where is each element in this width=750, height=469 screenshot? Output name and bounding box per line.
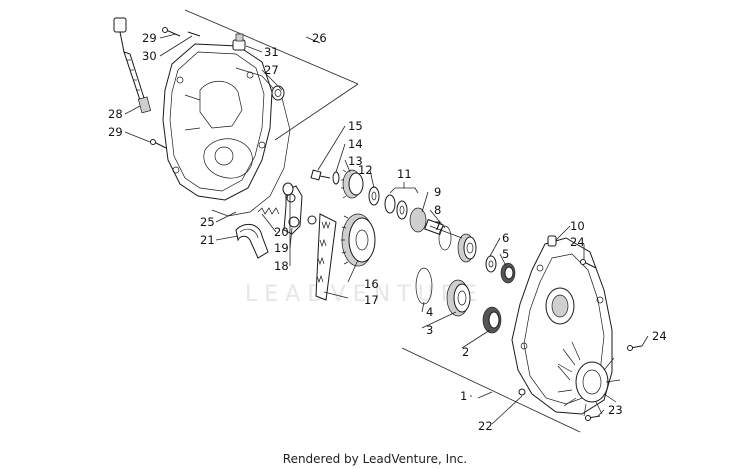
- bolt-15: [310, 169, 331, 181]
- tensioner-arm: [283, 185, 317, 235]
- callout-29-top: 29: [142, 31, 157, 45]
- group-bracket-1: [401, 347, 581, 433]
- callout-9: 9: [434, 185, 441, 199]
- callout-25: 25: [200, 215, 215, 229]
- watermark: LEADVENTURE: [245, 282, 484, 307]
- group-bracket-11: [389, 182, 419, 194]
- callout-13: 13: [348, 154, 363, 168]
- screw-29-top: [162, 27, 181, 37]
- o-ring-4: [415, 267, 433, 305]
- callout-31: 31: [264, 45, 279, 59]
- callout-28: 28: [108, 107, 123, 121]
- callout-16: 16: [364, 277, 379, 291]
- washer-18: [282, 182, 294, 196]
- screw-24-right: [627, 345, 643, 351]
- callout-1: 1: [460, 389, 467, 403]
- seal-5: [500, 262, 516, 284]
- callout-21: 21: [200, 233, 215, 247]
- gear-cover: [162, 43, 273, 201]
- bearing-12: [368, 186, 380, 206]
- screw-23: [585, 415, 601, 421]
- dipstick: [113, 17, 152, 114]
- callout-2: 2: [462, 345, 469, 359]
- callout-30: 30: [142, 49, 157, 63]
- leader-lines: [124, 33, 649, 425]
- callout-15: 15: [348, 119, 363, 133]
- callout-24-right: 24: [652, 329, 667, 343]
- callout-24-top: 24: [570, 235, 585, 249]
- sprocket-16: [341, 213, 376, 267]
- callout-11: 11: [397, 167, 412, 181]
- callout-22: 22: [478, 419, 493, 433]
- screw-24-top: [580, 259, 597, 269]
- callout-23: 23: [608, 403, 623, 417]
- callout-10: 10: [570, 219, 585, 233]
- callout-8: 8: [434, 203, 441, 217]
- pin-30: [187, 31, 201, 37]
- gear-shaft-9: [409, 207, 444, 236]
- washer-6: [485, 255, 497, 273]
- callout-3: 3: [426, 323, 433, 337]
- screw-29-left: [150, 139, 167, 149]
- plug-27: [271, 85, 285, 101]
- callout-27: 27: [264, 63, 279, 77]
- bearing-3: [446, 279, 471, 317]
- callout-6: 6: [502, 231, 509, 245]
- spring-20: [257, 207, 280, 215]
- footer-credit: Rendered by LeadVenture, Inc.: [282, 452, 468, 466]
- callout-4: 4: [426, 305, 433, 319]
- callout-7: 7: [434, 219, 441, 233]
- seal-2: [482, 306, 502, 334]
- callout-5: 5: [502, 247, 509, 261]
- o-ring-8: [438, 225, 452, 251]
- cover-gasket: [211, 67, 291, 217]
- callout-19: 19: [274, 241, 289, 255]
- callout-17: 17: [364, 293, 379, 307]
- gear-13: [341, 169, 364, 199]
- callout-14: 14: [348, 137, 363, 151]
- callout-20: 20: [274, 225, 289, 239]
- vent-fitting-31: [232, 33, 246, 51]
- chain-17: [315, 213, 337, 301]
- hose-21: [235, 223, 269, 259]
- callout-12: 12: [358, 163, 373, 177]
- callout-29-left: 29: [108, 125, 123, 139]
- plug-22: [518, 388, 526, 396]
- callouts: 29 30 31 26 27 28 29 15 14 13 12 11 9 8 …: [108, 31, 667, 433]
- group-bracket-26: [184, 9, 359, 141]
- callout-26: 26: [312, 31, 327, 45]
- gear-case-housing: [511, 235, 621, 417]
- washer-14: [332, 171, 340, 185]
- callout-18: 18: [274, 259, 289, 273]
- bearing-7: [457, 233, 477, 263]
- shims-11: [384, 194, 408, 220]
